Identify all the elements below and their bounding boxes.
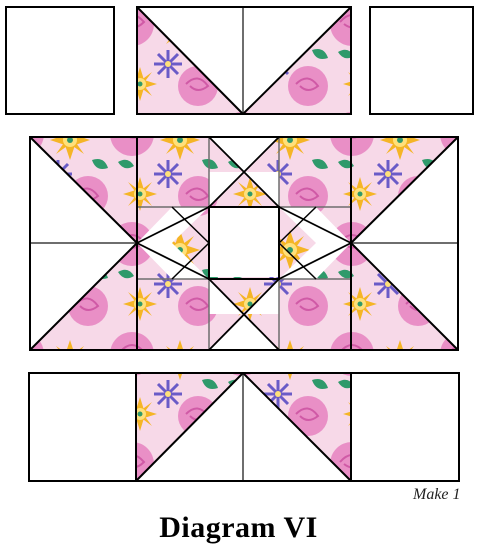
bottom-left-square [29, 373, 136, 481]
diagram-title: Diagram VI [0, 511, 477, 545]
top-left-square [6, 7, 114, 114]
center-white-square [209, 207, 279, 277]
top-right-square [370, 7, 473, 114]
bottom-right-square [351, 373, 459, 481]
make-one-note: Make 1 [413, 486, 461, 504]
